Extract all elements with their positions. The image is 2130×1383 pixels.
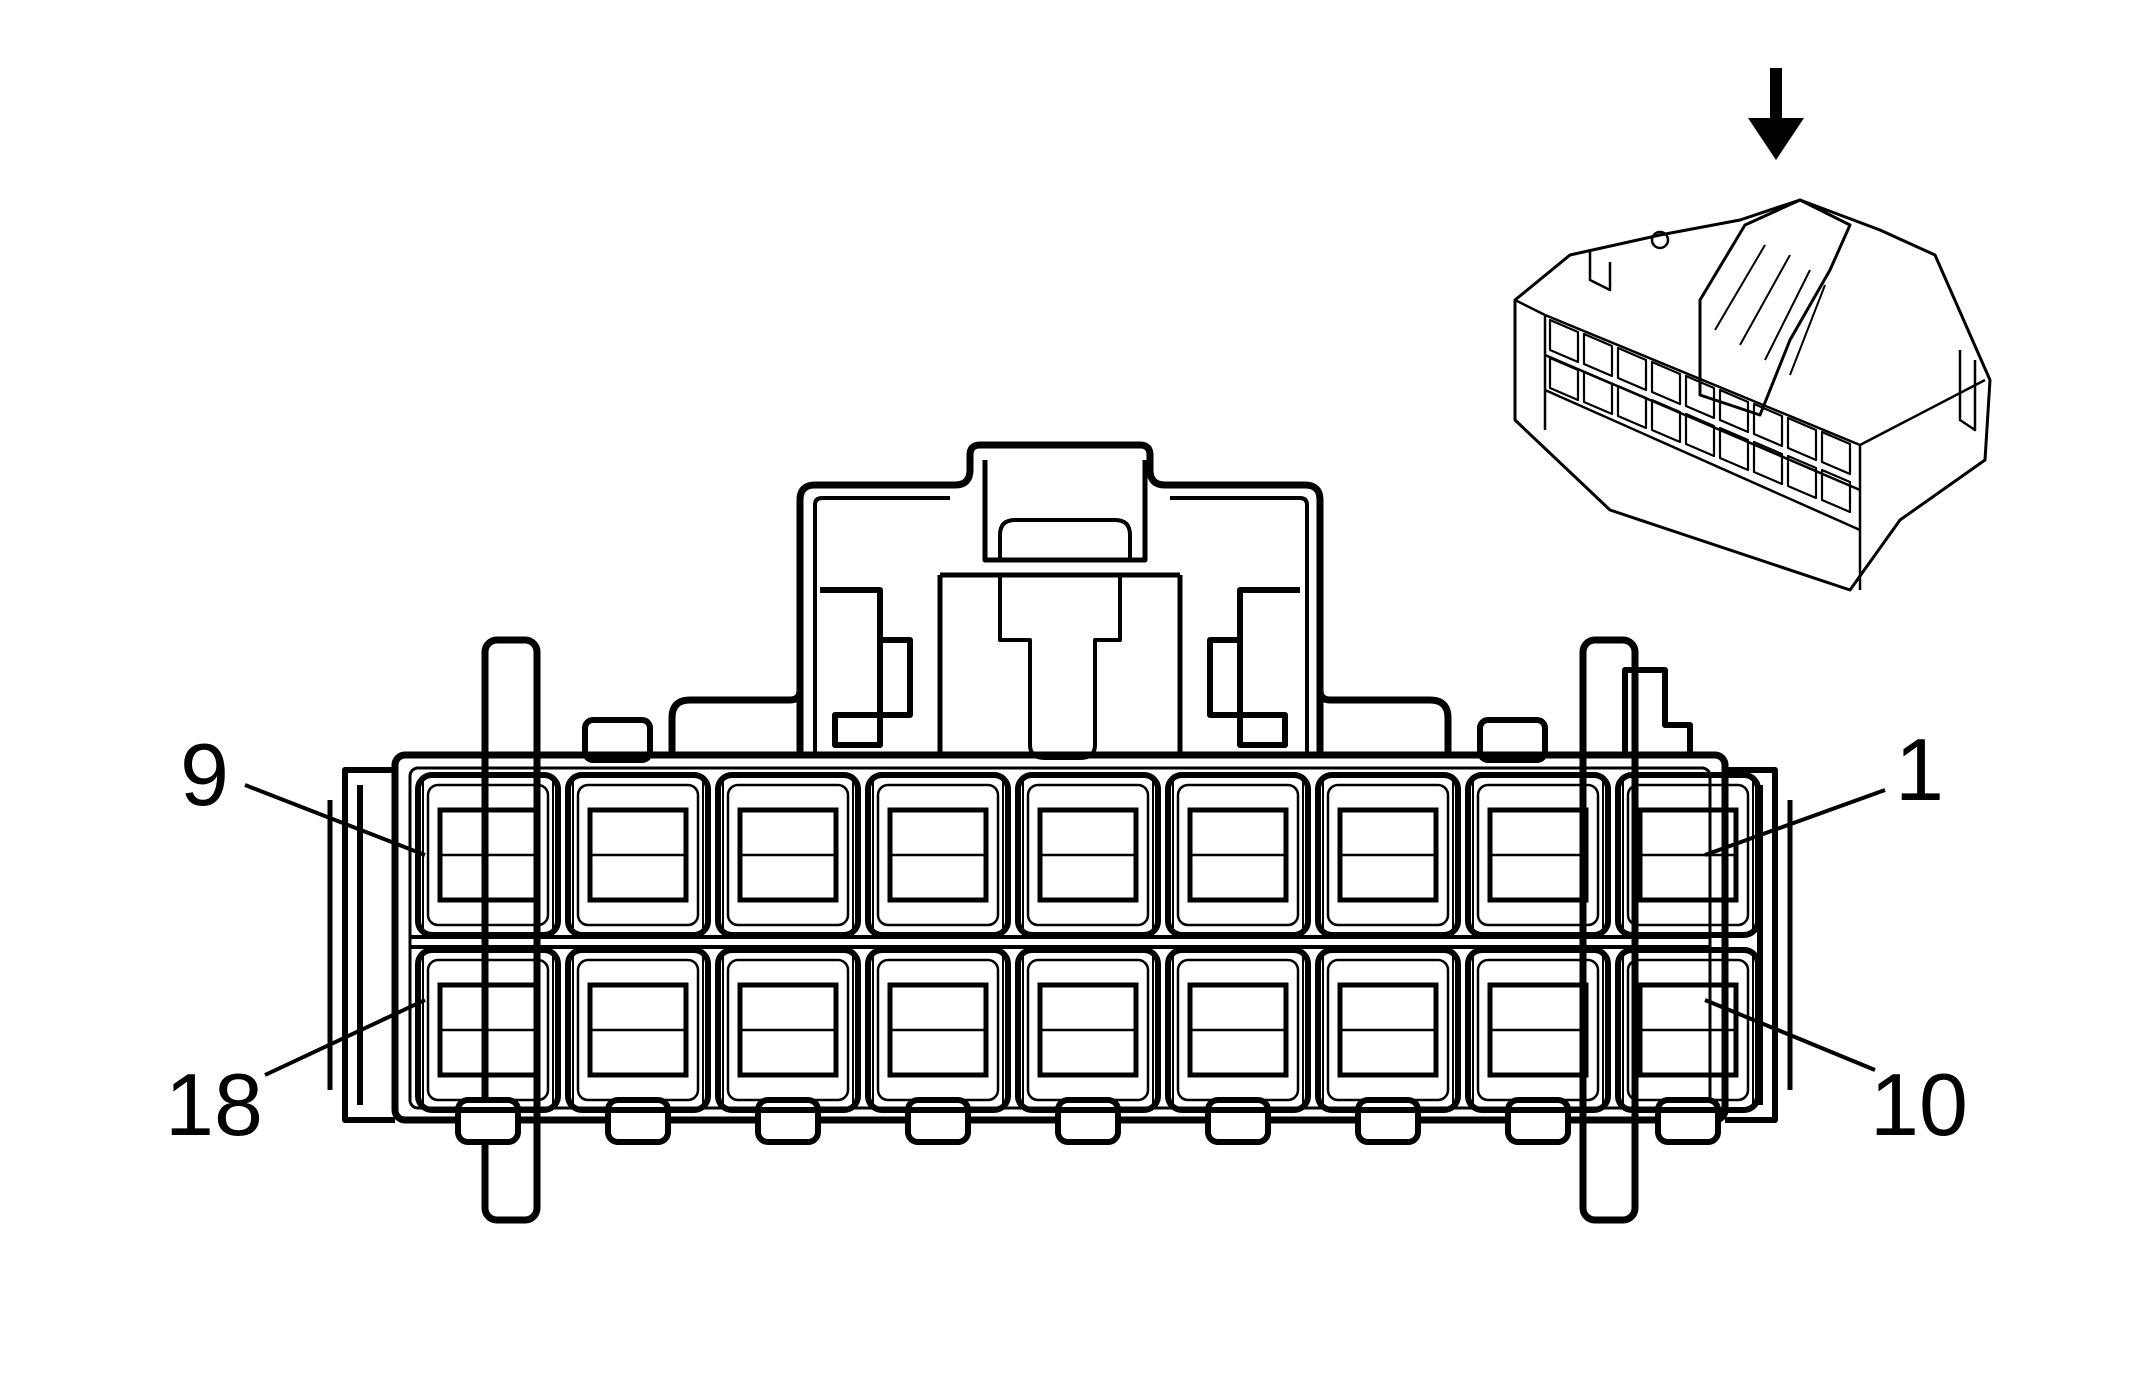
pin-label-18: 18 bbox=[165, 1055, 263, 1154]
bottom-tab bbox=[1505, 1097, 1571, 1145]
right-shoulder bbox=[1316, 689, 1452, 755]
pin-cavity-4 bbox=[1165, 772, 1311, 938]
bottom-tab bbox=[1655, 1097, 1721, 1145]
inset-cavity bbox=[1786, 454, 1818, 500]
pin-cavity-13 bbox=[1165, 947, 1311, 1113]
inset-cavity bbox=[1786, 416, 1818, 462]
leader-line-9 bbox=[244, 783, 426, 857]
latch-center bbox=[982, 460, 1148, 563]
pin-cavity-18 bbox=[415, 947, 561, 1113]
inset-cavity bbox=[1820, 430, 1852, 476]
inset-cavity bbox=[1548, 318, 1580, 364]
inset-cavity bbox=[1582, 332, 1614, 378]
end-flange-left bbox=[342, 767, 395, 1123]
inset-cavity bbox=[1616, 346, 1648, 392]
leader-line-1 bbox=[1704, 788, 1886, 857]
pin-cavity-10 bbox=[1615, 947, 1761, 1113]
inset-cavity bbox=[1684, 412, 1716, 458]
bottom-tab bbox=[755, 1097, 821, 1145]
pin-cavity-17 bbox=[565, 947, 711, 1113]
bottom-tab bbox=[905, 1097, 971, 1145]
inset-cavity bbox=[1582, 370, 1614, 416]
pin-labels: 9 1 18 10 bbox=[165, 720, 1968, 1154]
bottom-tab bbox=[1205, 1097, 1271, 1145]
inset-cavity bbox=[1650, 360, 1682, 406]
connector-inset-view bbox=[1513, 68, 1992, 592]
inset-housing bbox=[1513, 198, 1992, 592]
inset-cavity bbox=[1684, 374, 1716, 420]
pin-cavity-2 bbox=[1465, 772, 1611, 938]
latch-post-right bbox=[1207, 587, 1300, 748]
pin-cavity-14 bbox=[1015, 947, 1161, 1113]
latch-post-left bbox=[820, 587, 913, 748]
bottom-tab bbox=[1055, 1097, 1121, 1145]
end-flange-right bbox=[1725, 767, 1778, 1123]
latch-hood bbox=[796, 441, 1324, 755]
cavity-grid bbox=[415, 772, 1761, 1113]
inset-cavity bbox=[1718, 388, 1750, 434]
pin-cavity-11 bbox=[1465, 947, 1611, 1113]
inset-cavity bbox=[1718, 426, 1750, 472]
pin-cavity-6 bbox=[865, 772, 1011, 938]
left-shoulder bbox=[668, 689, 804, 755]
bottom-tab bbox=[605, 1097, 671, 1145]
pin-cavity-1 bbox=[1615, 772, 1761, 938]
pin-cavity-9 bbox=[415, 772, 561, 938]
pin-label-1: 1 bbox=[1895, 720, 1944, 819]
pin-cavity-8 bbox=[565, 772, 711, 938]
bottom-tabs bbox=[455, 1097, 1721, 1145]
pin-label-10: 10 bbox=[1870, 1055, 1968, 1154]
down-arrow-icon bbox=[1748, 68, 1804, 160]
inset-cavity bbox=[1752, 440, 1784, 486]
inset-cavity bbox=[1820, 468, 1852, 514]
pin-cavity-16 bbox=[715, 947, 861, 1113]
guide-post-right bbox=[1579, 636, 1639, 1224]
pin-label-9: 9 bbox=[180, 725, 229, 824]
leader-line-18 bbox=[264, 998, 426, 1077]
pin-cavity-12 bbox=[1315, 947, 1461, 1113]
inset-cavity bbox=[1752, 402, 1784, 448]
inset-cavity bbox=[1650, 398, 1682, 444]
pin-cavity-5 bbox=[1015, 772, 1161, 938]
inset-cavity bbox=[1548, 356, 1580, 402]
bottom-tab bbox=[455, 1097, 521, 1145]
pin-cavity-7 bbox=[715, 772, 861, 938]
bottom-tab bbox=[1355, 1097, 1421, 1145]
pin-cavity-15 bbox=[865, 947, 1011, 1113]
pin-cavity-3 bbox=[1315, 772, 1461, 938]
guide-post-left bbox=[481, 636, 541, 1224]
leader-line-10 bbox=[1704, 998, 1876, 1072]
inset-cavity bbox=[1616, 384, 1648, 430]
